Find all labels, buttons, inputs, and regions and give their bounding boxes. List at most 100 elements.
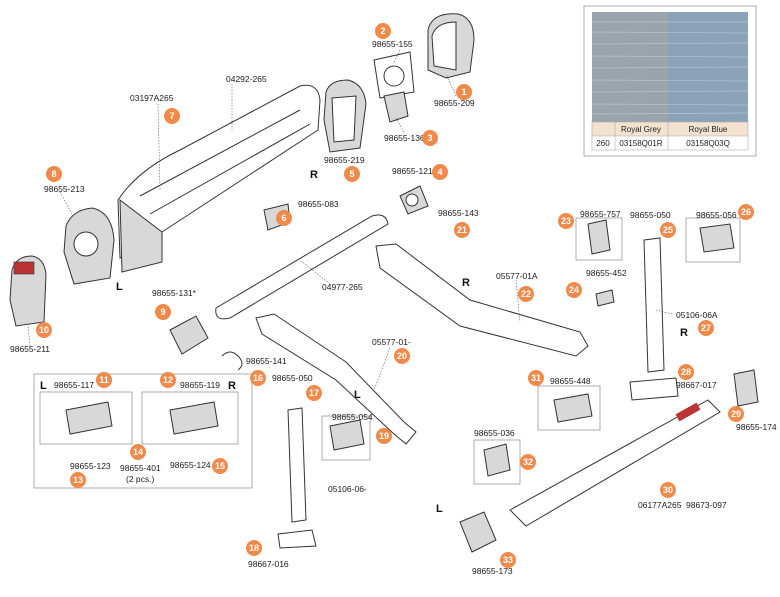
- fabric-table: Royal Grey Royal Blue 260 03158Q01R 0315…: [583, 5, 757, 157]
- svg-text:15: 15: [215, 461, 225, 471]
- callout-badge-6: 6: [276, 210, 292, 226]
- svg-text:13: 13: [73, 475, 83, 485]
- callout-badge-14: 14: [130, 444, 146, 460]
- callout-badges: 1 2 3 4 5 6 7 8 9 10 11 12 13 14 15 16 1…: [36, 23, 754, 568]
- callout-badge-16: 16: [250, 370, 266, 386]
- svg-text:29: 29: [731, 409, 741, 419]
- part-number-1: 98655-209: [434, 98, 475, 108]
- callout-badge-17: 17: [306, 385, 322, 401]
- side-label-r-top: R: [310, 169, 318, 181]
- part-number-12: 98655-119: [180, 380, 220, 390]
- part-number-31: 98655-448: [550, 376, 591, 386]
- svg-text:26: 26: [741, 207, 751, 217]
- side-label-l-mid: L: [354, 389, 361, 401]
- svg-text:10: 10: [39, 325, 49, 335]
- svg-text:32: 32: [523, 457, 533, 467]
- part-number-26: 98655-056: [696, 210, 737, 220]
- callout-badge-5: 5: [344, 166, 360, 182]
- side-label-l-bottom: L: [436, 503, 443, 515]
- callout-badge-26: 26: [738, 204, 754, 220]
- part-number-7: 03197A265: [130, 93, 174, 103]
- part-number-32: 98655-036: [474, 428, 515, 438]
- part-number-18: 98667-016: [248, 559, 289, 569]
- part-number-25: 98655-050: [630, 210, 671, 220]
- part-number-24: 98655-452: [586, 268, 627, 278]
- svg-text:5: 5: [349, 169, 354, 179]
- part-number-19: 98655-054: [332, 412, 373, 422]
- svg-text:7: 7: [169, 111, 174, 121]
- side-label-l-box: L: [40, 380, 47, 392]
- part-number-roller-tube: 04977-265: [322, 282, 363, 292]
- side-label-l-left: L: [116, 281, 123, 293]
- svg-text:25: 25: [663, 225, 673, 235]
- callout-badge-10: 10: [36, 322, 52, 338]
- svg-text:23: 23: [561, 216, 571, 226]
- part-number-30-end: 98673-097: [686, 500, 727, 510]
- part-number-4: 98655-121: [392, 166, 433, 176]
- table-header-royal-grey: Royal Grey: [621, 125, 661, 134]
- part-number-cassette: 04292-265: [226, 74, 267, 84]
- svg-text:30: 30: [663, 485, 673, 495]
- swatch-royal-blue: [668, 12, 748, 122]
- callout-badge-12: 12: [160, 372, 176, 388]
- svg-text:33: 33: [503, 555, 513, 565]
- part-number-20: 05577-01-: [372, 337, 411, 347]
- part-number-11: 98655-117: [54, 380, 94, 390]
- callout-badge-11: 11: [96, 372, 112, 388]
- part-labels: 98655-209 98655-155 98655-136 98655-121 …: [10, 39, 777, 576]
- svg-text:17: 17: [309, 388, 319, 398]
- table-header-royal-blue: Royal Blue: [689, 125, 728, 134]
- callout-badge-25: 25: [660, 222, 676, 238]
- svg-text:12: 12: [163, 375, 173, 385]
- callout-badge-24: 24: [566, 282, 582, 298]
- callout-badge-8: 8: [46, 166, 62, 182]
- callout-badge-33: 33: [500, 552, 516, 568]
- part-number-14: 98655-401: [120, 463, 161, 473]
- callout-badge-23: 23: [558, 213, 574, 229]
- svg-text:21: 21: [457, 225, 467, 235]
- callout-badge-9: 9: [155, 304, 171, 320]
- part-number-28: 98667-017: [676, 380, 717, 390]
- part-number-10: 98655-211: [10, 344, 50, 354]
- part-number-23: 98655-757: [580, 209, 621, 219]
- part-number-leg-left: 05106-06-: [328, 484, 367, 494]
- callout-badge-21: 21: [454, 222, 470, 238]
- svg-text:22: 22: [521, 289, 531, 299]
- callout-badge-4: 4: [432, 164, 448, 180]
- callout-badge-22: 22: [518, 286, 534, 302]
- callout-badge-3: 3: [422, 130, 438, 146]
- callout-badge-15: 15: [212, 458, 228, 474]
- callout-badge-18: 18: [246, 540, 262, 556]
- svg-text:1: 1: [461, 87, 466, 97]
- callout-badge-2: 2: [375, 23, 391, 39]
- table-cell-size: 260: [596, 139, 610, 148]
- callout-badge-1: 1: [456, 84, 472, 100]
- svg-text:31: 31: [531, 373, 541, 383]
- swatch-royal-grey: [592, 12, 668, 122]
- svg-text:14: 14: [133, 447, 143, 457]
- table-cell-blue-code: 03158Q03Q: [686, 139, 730, 148]
- svg-text:2: 2: [380, 26, 385, 36]
- part-number-6: 98655-083: [298, 199, 339, 209]
- part-number-15: 98655-124: [170, 460, 211, 470]
- svg-text:4: 4: [437, 167, 442, 177]
- svg-text:9: 9: [160, 307, 165, 317]
- svg-text:20: 20: [397, 351, 407, 361]
- part-number-3: 98655-136: [384, 133, 425, 143]
- callout-badge-29: 29: [728, 406, 744, 422]
- svg-text:16: 16: [253, 373, 263, 383]
- part-number-29: 98655-174: [736, 422, 777, 432]
- part-number-17: 98655-050: [272, 373, 313, 383]
- part-drawings: [9, 13, 759, 553]
- table-cell-grey-code: 03158Q01R: [619, 139, 662, 148]
- callout-badge-32: 32: [520, 454, 536, 470]
- side-label-r-arm: R: [462, 277, 470, 289]
- svg-text:6: 6: [281, 213, 286, 223]
- part-number-22: 05577-01A: [496, 271, 538, 281]
- part-number-30: 06177A265: [638, 500, 682, 510]
- svg-text:8: 8: [51, 169, 56, 179]
- part-number-33: 98655-173: [472, 566, 513, 576]
- part-number-9: 98655-131*: [152, 288, 197, 298]
- callout-badge-13: 13: [70, 472, 86, 488]
- side-label-r-leg: R: [680, 327, 688, 339]
